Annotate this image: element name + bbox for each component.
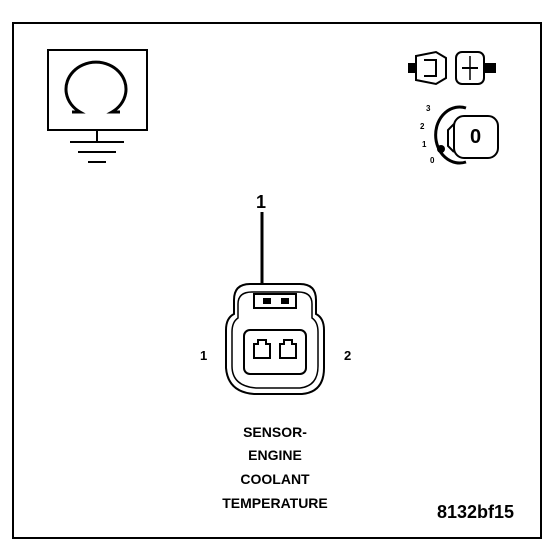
key-position-2: 2 (420, 122, 425, 131)
diagram-frame (12, 22, 542, 539)
key-position-3: 3 (426, 104, 431, 113)
pin-2-label: 2 (344, 348, 352, 363)
key-letter: 0 (470, 126, 482, 148)
disconnected-connector-icon (408, 50, 496, 86)
callout-number: 1 (256, 192, 267, 212)
caption-line-4: TEMPERATURE (222, 495, 328, 511)
connector-face (225, 283, 325, 395)
key-position-0: 0 (430, 156, 435, 165)
caption-line-3: COOLANT (240, 471, 310, 487)
ohmmeter-ground-icon (47, 49, 148, 163)
figure-id: 8132bf15 (436, 502, 514, 522)
key-position-1: 1 (422, 140, 427, 149)
ignition-key-off-icon (434, 105, 499, 165)
caption-line-1: SENSOR- (243, 424, 307, 440)
pin-1-label: 1 (200, 348, 208, 363)
caption-line-2: ENGINE (248, 447, 302, 463)
